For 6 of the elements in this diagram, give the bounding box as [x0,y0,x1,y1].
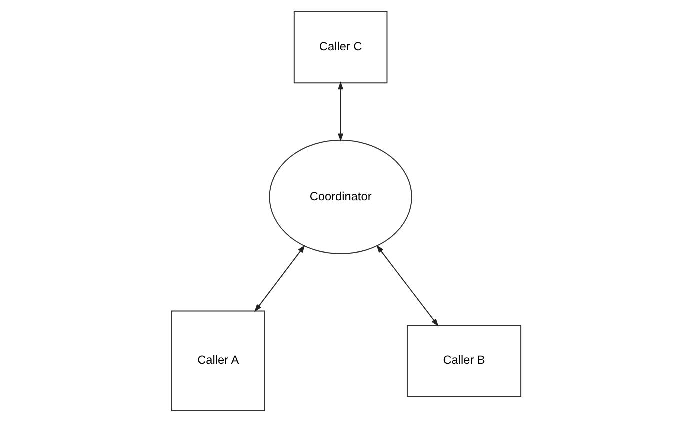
arrow [338,82,344,142]
arrow [254,245,306,312]
arrow [376,245,439,327]
node-box: Caller A [171,310,266,412]
node-box: Caller C [294,12,388,84]
node-box: Caller B [406,325,522,398]
